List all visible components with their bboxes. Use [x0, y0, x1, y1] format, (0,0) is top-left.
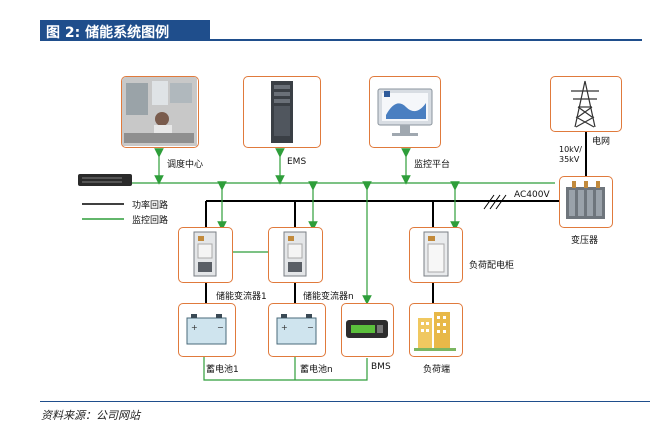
bms-battery-link — [203, 357, 368, 381]
bms-icon — [346, 320, 388, 338]
grid-tower-icon — [571, 80, 599, 128]
monitor-platform-box — [369, 76, 441, 148]
dispatch-center-photo — [122, 77, 197, 146]
monitor-platform-label: 监控平台 — [414, 160, 451, 170]
ac-bus-label: AC400V — [514, 190, 550, 200]
batteryn-icon: + − — [276, 314, 317, 345]
load-cabinet-icon — [423, 231, 449, 277]
battery1-label: 蓄电池1 — [206, 365, 239, 375]
grid-label: 电网 — [592, 137, 611, 147]
transformer-icon — [566, 181, 605, 219]
load-end-box — [409, 303, 463, 357]
pcsn-box — [268, 227, 323, 283]
ems-server-icon — [271, 81, 293, 143]
load-cabinet-label: 负荷配电柜 — [469, 261, 515, 271]
buildings-icon — [414, 312, 456, 351]
batteryn-box: + − — [268, 303, 326, 357]
batteryn-label: 蓄电池n — [300, 365, 333, 375]
footer-divider — [40, 401, 650, 402]
legend-power-label: 功率回路 — [132, 201, 169, 211]
legend-control-label: 监控回路 — [132, 216, 169, 226]
figure-title-bar: 图 2: 储能系统图例 — [40, 20, 642, 41]
load-end-label: 负荷端 — [423, 365, 451, 375]
pcs1-box — [178, 227, 233, 283]
transformer-label: 变压器 — [571, 236, 599, 246]
figure-title: 图 2: 储能系统图例 — [46, 25, 170, 41]
pcsn-label: 储能变流器n — [303, 292, 354, 302]
svg-text:+: + — [191, 323, 198, 332]
transformer-box — [559, 176, 613, 228]
dispatch-center-box — [121, 76, 199, 148]
battery1-box: + − — [178, 303, 236, 357]
network-switch-icon — [78, 174, 132, 186]
title-underline — [40, 39, 642, 41]
voltage-label-2: 35kV — [559, 155, 580, 164]
ems-box — [243, 76, 321, 148]
grid-tower-box — [550, 76, 622, 132]
ac-bus-hatch — [483, 194, 507, 210]
bms-label: BMS — [371, 362, 391, 372]
load-cabinet-box — [409, 227, 463, 283]
dispatch-center-label: 调度中心 — [167, 160, 204, 170]
ems-label: EMS — [287, 157, 307, 167]
pcs1-label: 储能变流器1 — [216, 292, 267, 302]
pcsn-cabinet-icon — [283, 231, 307, 277]
source-note: 资料来源：公司网站 — [41, 409, 140, 422]
monitor-screen-icon — [377, 88, 433, 136]
svg-text:−: − — [217, 323, 224, 332]
pcs1-cabinet-icon — [193, 231, 217, 277]
bms-box — [341, 303, 394, 357]
svg-text:−: − — [307, 323, 314, 332]
figure-title-box: 图 2: 储能系统图例 — [40, 20, 210, 41]
voltage-label-1: 10kV/ — [559, 145, 582, 154]
battery1-icon: + − — [186, 314, 227, 345]
svg-text:+: + — [281, 323, 288, 332]
